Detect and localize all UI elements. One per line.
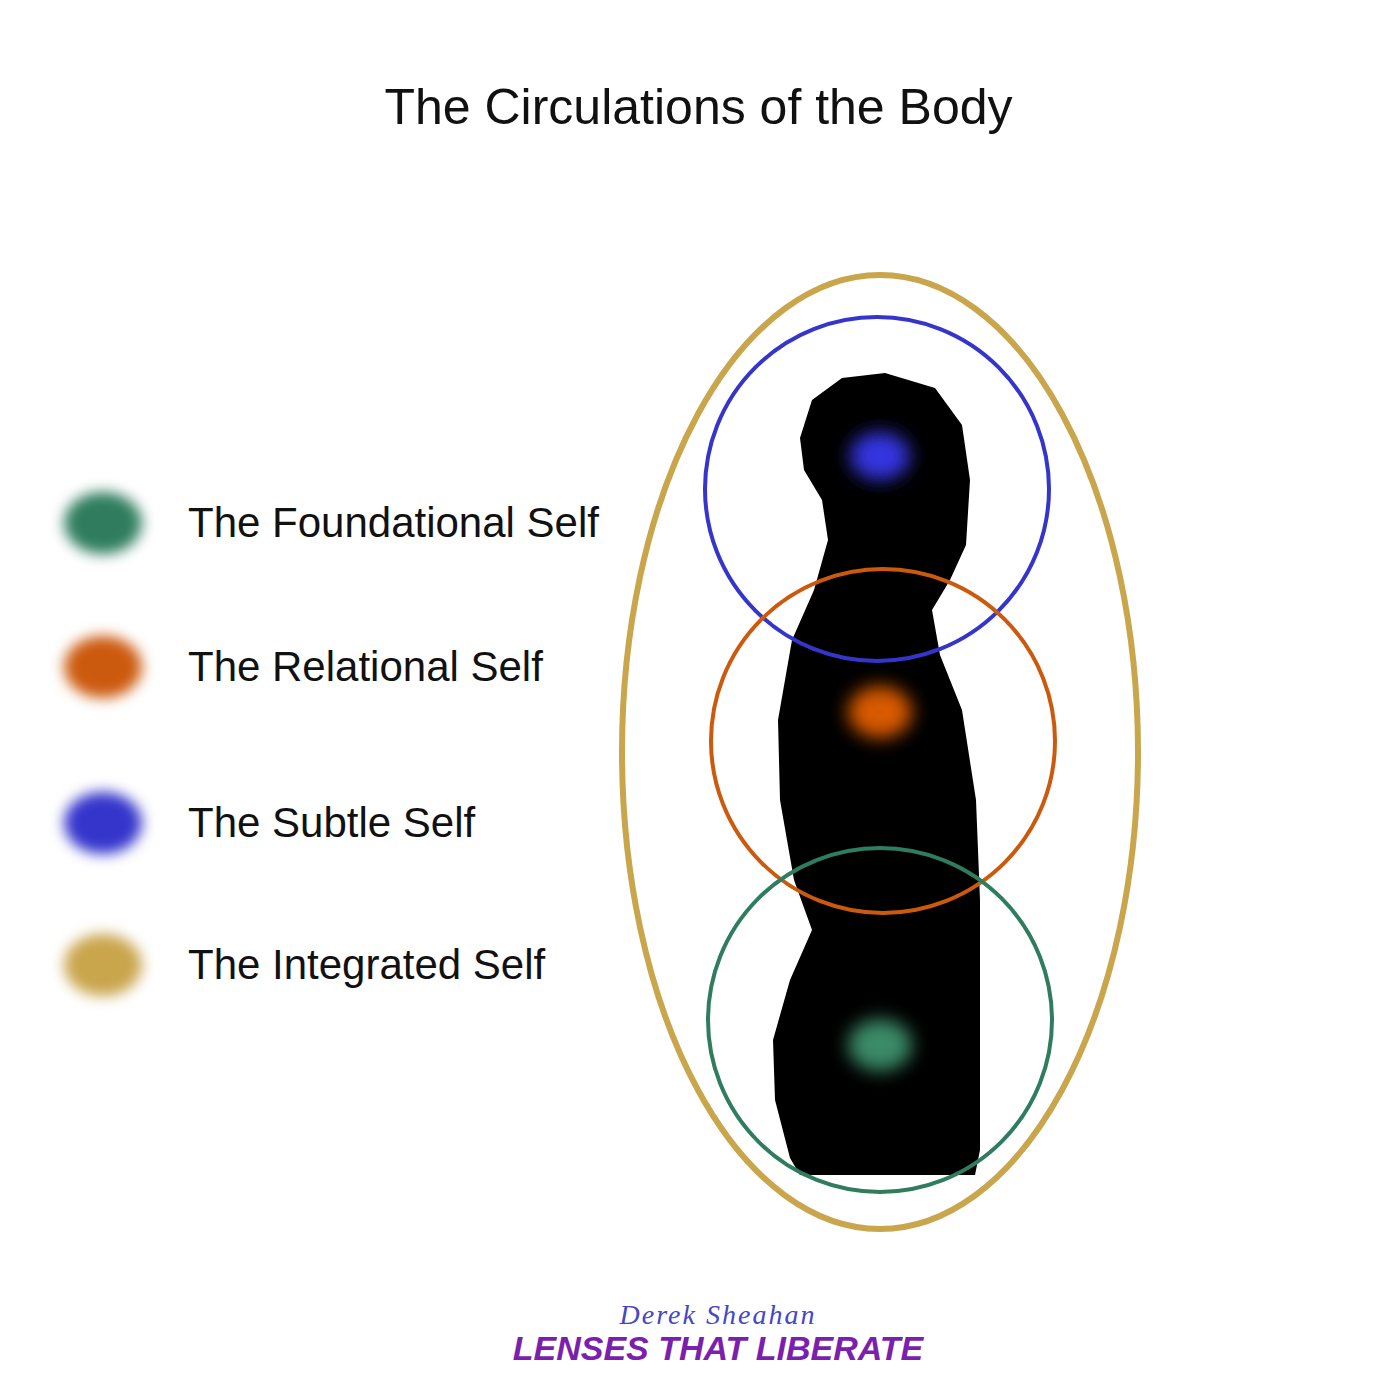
legend-text: The Subtle Self — [188, 798, 475, 848]
title-holder: The Circulations of the Body — [0, 78, 1397, 136]
relational-glow — [848, 686, 912, 738]
legend-swatch — [64, 934, 142, 996]
body-silhouette — [773, 373, 980, 1175]
foundational-glow — [848, 1019, 912, 1071]
legend-swatch — [64, 636, 142, 698]
legend-row: The Subtle Self — [60, 792, 660, 854]
legend-row: The Integrated Self — [60, 934, 660, 996]
brand-name: LENSES THAT LIBERATE — [513, 1330, 924, 1367]
relational-circle — [711, 569, 1055, 913]
credit-holder: LENSES THAT LIBERATE — [40, 1330, 1396, 1367]
subtle-glow — [850, 432, 910, 480]
legend-row: The Foundational Self — [60, 492, 660, 554]
legend-row: The Relational Self — [60, 636, 660, 698]
author-name: Derek Sheahan — [620, 1300, 817, 1331]
subtle-circle — [705, 317, 1049, 661]
foundational-circle — [708, 848, 1052, 1192]
integrated-ellipse — [622, 275, 1138, 1229]
title: The Circulations of the Body — [384, 78, 1012, 136]
legend-text: The Integrated Self — [188, 940, 545, 990]
legend-swatch — [64, 792, 142, 854]
legend-text: The Relational Self — [188, 642, 543, 692]
credit-holder: Derek Sheahan — [40, 1300, 1396, 1331]
legend-text: The Foundational Self — [188, 498, 599, 548]
legend-swatch — [64, 492, 142, 554]
